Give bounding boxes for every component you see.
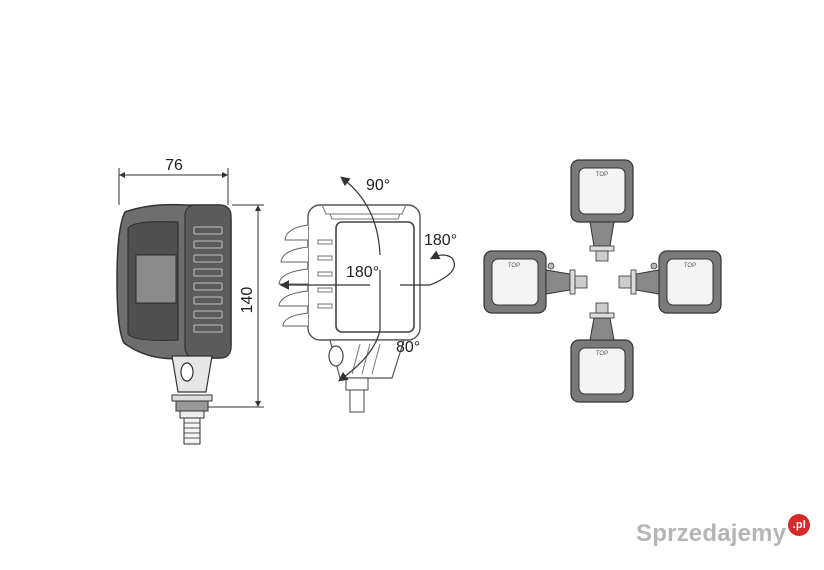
rotate-right-angle: 180° (424, 232, 457, 249)
tilt-down-angle: 80° (396, 339, 420, 356)
watermark-badge: .pl (788, 514, 811, 536)
rotate-left-angle: 180° (346, 264, 379, 281)
width-label: 76 (165, 157, 183, 174)
top-label-1: TOP (596, 172, 608, 178)
mount-right: TOP (618, 250, 722, 314)
top-label-2: TOP (508, 263, 520, 269)
top-label-3: TOP (684, 263, 696, 269)
mount-left: TOP (483, 250, 588, 314)
mount-bottom: TOP (570, 302, 634, 403)
top-label-4: TOP (596, 351, 608, 357)
tilt-up-arrow (340, 176, 381, 256)
front-lens (335, 221, 415, 333)
watermark-logo: Sprzedajemy.pl (636, 514, 811, 548)
mounting-orientations: TOP TOP TOP TOP (483, 159, 722, 403)
height-label: 140 (239, 287, 256, 314)
side-view-lamp: 76 140 (116, 157, 264, 445)
rotate-right-arrow (400, 250, 455, 286)
front-view-lamp: 90° 180° 180° 80° (278, 176, 457, 413)
watermark-text: Sprzedajemy (636, 520, 787, 547)
mount-top: TOP (570, 159, 634, 262)
tilt-down-arrow (338, 270, 381, 382)
tilt-up-angle: 90° (366, 177, 390, 194)
